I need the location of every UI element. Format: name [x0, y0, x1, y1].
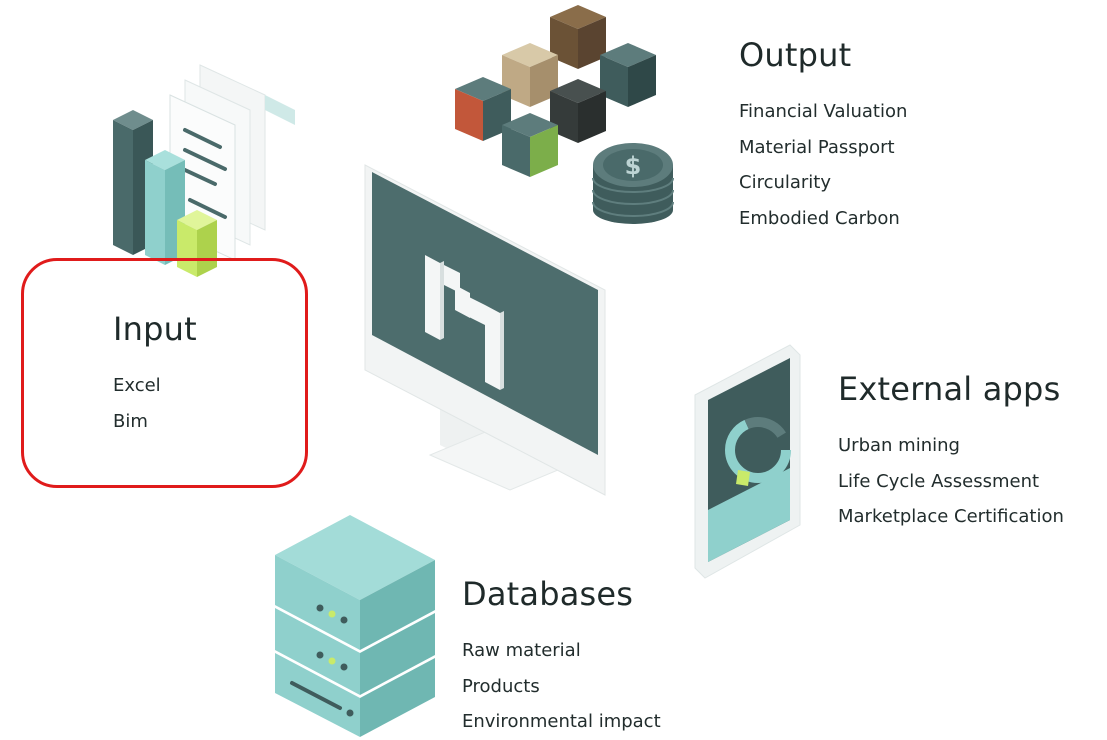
dollar-coins-icon: $ — [592, 143, 674, 224]
external-apps-section: External apps Urban mining Life Cycle As… — [838, 370, 1064, 535]
list-item: Urban mining — [838, 435, 960, 456]
output-list: Financial Valuation Material Passport Ci… — [739, 94, 907, 236]
databases-heading: Databases — [462, 575, 634, 613]
databases-list: Raw material Products Environmental impa… — [462, 633, 661, 740]
documents-chart-icon — [113, 64, 295, 277]
input-list: Excel Bim — [113, 368, 197, 439]
output-heading: Output — [739, 36, 852, 74]
input-heading: Input — [113, 310, 197, 348]
input-section: Input Excel Bim — [113, 310, 197, 439]
list-item: Products — [462, 675, 540, 697]
list-item: Raw material — [462, 640, 581, 661]
list-item: Bim — [113, 410, 148, 432]
material-blocks-icon — [455, 5, 656, 177]
list-item: Material Passport — [739, 136, 895, 158]
list-item: Marketplace Certification — [838, 506, 1064, 527]
svg-text:$: $ — [625, 152, 642, 180]
input-highlight-box — [21, 258, 308, 488]
list-item: Circularity — [739, 172, 832, 193]
external-apps-heading: External apps — [838, 370, 1061, 408]
list-item: Embodied Carbon — [739, 207, 900, 229]
output-section: Output Financial Valuation Material Pass… — [739, 36, 907, 236]
list-item: Financial Valuation — [739, 101, 908, 122]
monitor-logo-icon — [364, 164, 606, 496]
databases-section: Databases Raw material Products Environm… — [462, 575, 661, 740]
database-server-icon — [275, 515, 435, 737]
list-item: Excel — [113, 375, 161, 396]
list-item: Life Cycle Assessment — [838, 470, 1040, 492]
phone-app-icon — [694, 344, 801, 579]
external-apps-list: Urban mining Life Cycle Assessment Marke… — [838, 428, 1064, 535]
list-item: Environmental impact — [462, 711, 661, 732]
